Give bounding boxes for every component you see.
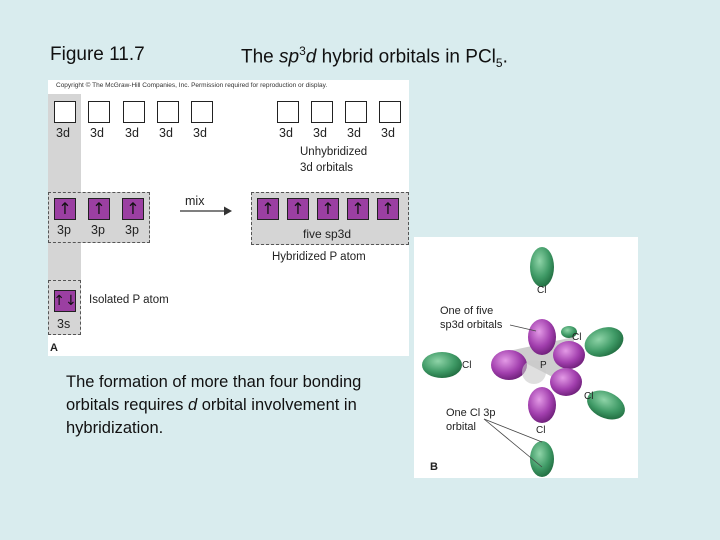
orbital-3p-2: ↑ <box>88 198 110 220</box>
orbital-3d-right-4 <box>379 101 401 123</box>
leader-line-cl-2 <box>483 418 543 468</box>
orbital-sp3d-5: ↑ <box>377 198 399 220</box>
cl-lobe-top <box>530 247 554 287</box>
leader-line-hybrid <box>509 324 537 332</box>
hybrid-lobe-right-lower <box>550 368 582 396</box>
label-3d-right-2: 3d <box>313 126 327 140</box>
label-3p-3: 3p <box>125 223 139 237</box>
cl-lobe-right-upper <box>584 327 624 357</box>
panel-b-letter: B <box>430 461 438 473</box>
label-3p-1: 3p <box>57 223 71 237</box>
orbital-sp3d-1: ↑ <box>257 198 279 220</box>
atom-label-p: P <box>540 360 547 371</box>
atom-label-cl-top: Cl <box>537 285 547 296</box>
orbital-sp3d-2: ↑ <box>287 198 309 220</box>
five-sp3d-label: five sp3d <box>303 227 352 241</box>
orbital-sp3d-3: ↑ <box>317 198 339 220</box>
panel-a-letter: A <box>50 342 58 354</box>
orbital-3d-right-2 <box>311 101 333 123</box>
label-sp3d-orbitals: sp3d orbitals <box>440 319 503 331</box>
label-one-cl-3p: One Cl 3p <box>446 407 496 419</box>
atom-label-cl-right-lower: Cl <box>584 391 594 402</box>
label-orbital: orbital <box>446 421 476 433</box>
hybrid-lobe-bottom <box>528 387 556 423</box>
orbital-3s: ↑↓ <box>53 290 77 312</box>
label-3d-left-3: 3d <box>125 126 139 140</box>
orbital-3d-left-1 <box>54 101 76 123</box>
caption-text: The formation of more than four bonding … <box>66 373 362 437</box>
atom-label-cl-right-upper: Cl <box>572 332 582 343</box>
orbital-3p-1: ↑ <box>54 198 76 220</box>
label-3d-left-4: 3d <box>159 126 173 140</box>
mix-label: mix <box>185 194 205 208</box>
atom-label-cl-left: Cl <box>462 360 472 371</box>
hybrid-lobe-left <box>491 350 527 380</box>
orbital-sp3d-4: ↑ <box>347 198 369 220</box>
pcl5-orbital-illustration <box>422 247 625 477</box>
leader-line-cl-1 <box>483 418 543 443</box>
figure-label: Figure 11.7 <box>50 44 145 65</box>
unhybridized-3d-label: 3d orbitals <box>300 162 354 174</box>
orbital-3d-left-4 <box>157 101 179 123</box>
label-3d-left-5: 3d <box>193 126 207 140</box>
label-3d-right-4: 3d <box>381 126 395 140</box>
orbital-3d-right-3 <box>345 101 367 123</box>
label-3d-right-3: 3d <box>347 126 361 140</box>
hybrid-lobe-top <box>528 319 556 355</box>
unhybridized-label: Unhybridized <box>300 146 368 158</box>
label-one-of-five: One of five <box>440 305 494 317</box>
orbital-3d-left-2 <box>88 101 110 123</box>
hybrid-lobe-right-upper <box>553 341 585 369</box>
p-center <box>522 360 546 384</box>
mix-arrow-icon <box>180 206 232 216</box>
orbital-3d-left-5 <box>191 101 213 123</box>
orbital-3d-right-1 <box>277 101 299 123</box>
cl-lobe-small <box>561 326 577 338</box>
label-3d-left-1: 3d <box>56 126 70 140</box>
panel-a-orbital-diagram: Copyright © The McGraw-Hill Companies, I… <box>48 80 409 356</box>
label-3p-2: 3p <box>91 223 105 237</box>
isolated-atom-label: Isolated P atom <box>89 294 169 306</box>
hybridized-atom-label: Hybridized P atom <box>272 251 366 263</box>
label-3d-right-1: 3d <box>279 126 293 140</box>
cl-lobe-right-lower <box>587 390 625 420</box>
label-3s: 3s <box>57 317 71 331</box>
panel-b-pcl5-model: One of five sp3d orbitals One Cl 3p orbi… <box>414 237 638 478</box>
label-3d-left-2: 3d <box>90 126 104 140</box>
figure-title: The sp3d hybrid orbitals in PCl5. <box>241 44 508 71</box>
orbital-3d-left-3 <box>123 101 145 123</box>
copyright-notice: Copyright © The McGraw-Hill Companies, I… <box>56 82 328 89</box>
orbital-3p-3: ↑ <box>122 198 144 220</box>
cl-lobe-bottom <box>530 441 554 477</box>
atom-label-cl-bottom: Cl <box>536 425 546 436</box>
cl-lobe-left <box>422 352 462 378</box>
